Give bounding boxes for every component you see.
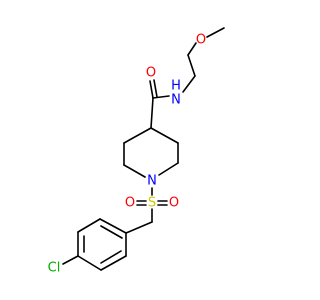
atom-h-amide: H	[171, 79, 181, 94]
bond-benzene-1	[99, 218, 127, 234]
bond-benzene-1-inner	[100, 225, 123, 239]
bond-ring-4	[158, 162, 179, 176]
atom-s: S	[148, 196, 156, 211]
molecule-diagram: O H N O N S O O Cl	[48, 27, 225, 276]
bond-carbonyl-c4	[150, 97, 154, 129]
atom-n-amide: N	[171, 93, 181, 108]
atom-o-sulfonyl-left: O	[125, 196, 135, 211]
bond-benzene-2	[77, 218, 101, 233]
atom-cl: Cl	[48, 261, 61, 276]
bond-aryl-cl	[62, 255, 79, 265]
bond-ch2-n	[182, 75, 196, 93]
bond-carbonyl-double-a	[149, 80, 154, 99]
atom-o-carbonyl: O	[146, 66, 156, 81]
bond-ch2-aryl	[125, 221, 153, 234]
atom-o-ether: O	[196, 33, 206, 48]
atom-n-ring: N	[147, 174, 157, 189]
bond-n-carbonyl-c	[152, 95, 170, 99]
bond-methyl-o	[206, 27, 225, 38]
bond-carbonyl-double-b	[153, 79, 158, 98]
bond-benzene-4	[77, 255, 102, 271]
bond-ch2-ch2	[187, 54, 196, 77]
atom-labels: O H N O N S O O Cl	[48, 33, 206, 276]
bond-o-ch2	[187, 42, 197, 56]
bond-ring-6	[150, 127, 179, 144]
atom-o-sulfonyl-right: O	[169, 196, 179, 211]
bonds	[62, 27, 225, 271]
bond-ring-1	[123, 127, 152, 144]
bond-ring-3	[123, 164, 146, 178]
bond-benzene-5-inner	[100, 250, 122, 264]
bond-benzene-5	[100, 255, 127, 271]
